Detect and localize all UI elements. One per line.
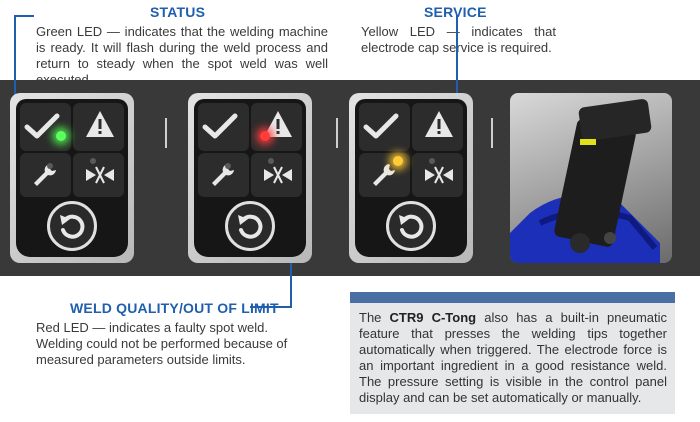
reset-arrow-icon xyxy=(60,214,85,239)
status-description: Green LED — indicates that the welding m… xyxy=(36,24,328,87)
weld-quality-heading: WELD QUALITY/OUT OF LIMIT xyxy=(70,300,279,316)
electrode-button xyxy=(73,153,124,197)
service-callout-line-vertical xyxy=(456,15,458,158)
warning-triangle-icon xyxy=(425,111,453,137)
service-led-yellow xyxy=(393,156,403,166)
reset-arrow-icon xyxy=(399,214,424,239)
status-callout-line-vertical xyxy=(14,15,16,136)
c-tong-device-photo xyxy=(510,93,672,263)
control-panel-weld-quality xyxy=(188,93,312,263)
checkmark-icon xyxy=(363,113,399,139)
reset-button xyxy=(386,201,436,251)
aux-led-off xyxy=(268,158,274,164)
electrode-button xyxy=(251,153,302,197)
reset-button xyxy=(225,201,275,251)
service-description: Yellow LED — indicates that electrode ca… xyxy=(361,24,556,55)
service-heading: SERVICE xyxy=(424,4,487,20)
status-led-green xyxy=(56,131,66,141)
c-tong-device-illustration xyxy=(510,99,660,263)
checkmark-icon xyxy=(24,113,60,139)
electrode-button xyxy=(412,153,463,197)
weld-callout-line-horizontal-bottom xyxy=(250,306,292,308)
service-led-off xyxy=(47,163,53,169)
info-box-prefix: The xyxy=(359,310,390,325)
wrench-icon xyxy=(212,164,234,186)
product-name: CTR9 C-Tong xyxy=(389,310,477,325)
weld-quality-led-red xyxy=(260,131,270,141)
status-heading: STATUS xyxy=(150,4,206,20)
reset-button xyxy=(47,201,97,251)
wrench-icon xyxy=(373,164,395,186)
reset-arrow-icon xyxy=(238,214,263,239)
info-box: The CTR9 C-Tong also has a built-in pneu… xyxy=(350,292,675,414)
info-box-accent-bar xyxy=(350,292,675,303)
electrode-tips-icon xyxy=(86,166,114,184)
divider xyxy=(491,118,493,148)
service-led-off xyxy=(225,163,231,169)
control-panel-status xyxy=(10,93,134,263)
warning-triangle-icon xyxy=(86,111,114,137)
aux-led-off xyxy=(90,158,96,164)
status-callout-line xyxy=(14,15,34,17)
divider xyxy=(165,118,167,148)
info-box-body: also has a built-in pneumatic feature th… xyxy=(359,310,668,405)
weld-quality-description: Red LED — indicates a faulty spot weld. … xyxy=(36,320,288,367)
aux-led-off xyxy=(429,158,435,164)
warning-triangle-icon xyxy=(264,111,292,137)
electrode-tips-icon xyxy=(425,166,453,184)
electrode-tips-icon xyxy=(264,166,292,184)
info-box-text: The CTR9 C-Tong also has a built-in pneu… xyxy=(359,310,667,406)
wrench-icon xyxy=(34,164,56,186)
checkmark-icon xyxy=(202,113,238,139)
divider xyxy=(336,118,338,148)
control-panel-service xyxy=(349,93,473,263)
